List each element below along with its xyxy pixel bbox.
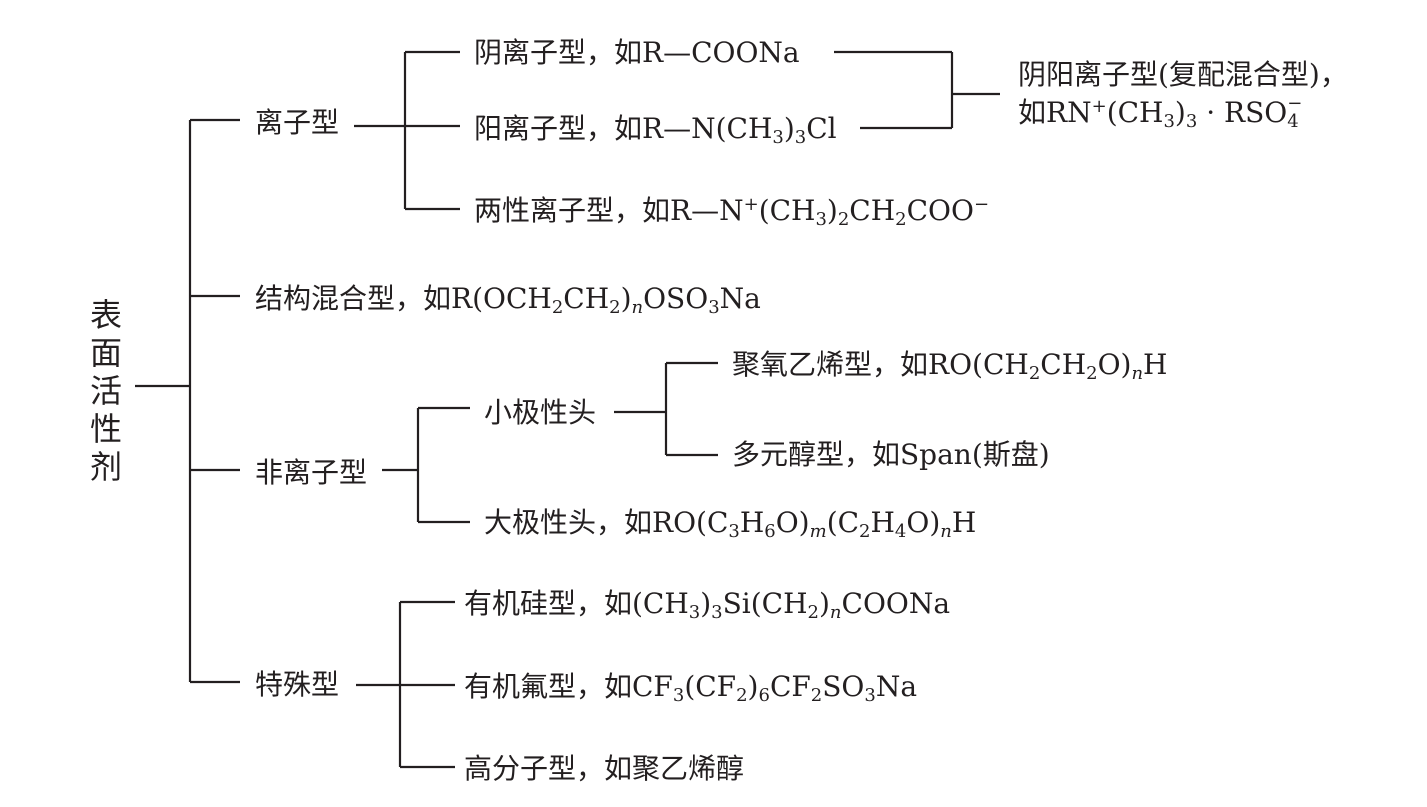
mixed-label-line1: 阴阳离子型(复配混合型)， <box>1018 58 1348 91</box>
nonionic-label: 非离子型 <box>255 456 368 489</box>
fluoro-label: 有机氟型，如CF3(CF2)6CF2SO3Na <box>464 670 918 706</box>
ionic-label: 离子型 <box>255 106 340 139</box>
root-label-char: 活 <box>89 372 122 410</box>
root-label-char: 剂 <box>89 448 122 486</box>
small-head-label: 小极性头 <box>484 396 597 429</box>
structural-mixed-label: 结构混合型，如R(OCH2CH2)nOSO3Na <box>255 282 761 318</box>
anionic-label: 阴离子型，如R—COONa <box>474 36 800 69</box>
polymer-label: 高分子型，如聚乙烯醇 <box>464 752 745 785</box>
root-label: 表面活性剂 <box>86 296 126 486</box>
polyol-label: 多元醇型，如Span(斯盘) <box>732 438 1050 471</box>
peo-label: 聚氧乙烯型，如RO(CH2CH2O)nH <box>732 348 1168 384</box>
root-label-char: 表 <box>89 296 122 334</box>
root-label-char: 性 <box>89 410 122 448</box>
root-label-char: 面 <box>89 334 122 372</box>
silicone-label: 有机硅型，如(CH3)3Si(CH2)nCOONa <box>464 587 951 623</box>
large-head-label: 大极性头，如RO(C3H6O)m(C2H4O)nH <box>484 506 977 542</box>
amphoteric-label: 两性离子型，如R—N+(CH3)2CH2COO− <box>474 194 990 230</box>
special-label: 特殊型 <box>255 668 340 701</box>
cationic-label: 阳离子型，如R—N(CH3)3Cl <box>474 112 837 148</box>
mixed-label-line2: 如RN+(CH3)3 · RSO−4 <box>1018 92 1303 132</box>
